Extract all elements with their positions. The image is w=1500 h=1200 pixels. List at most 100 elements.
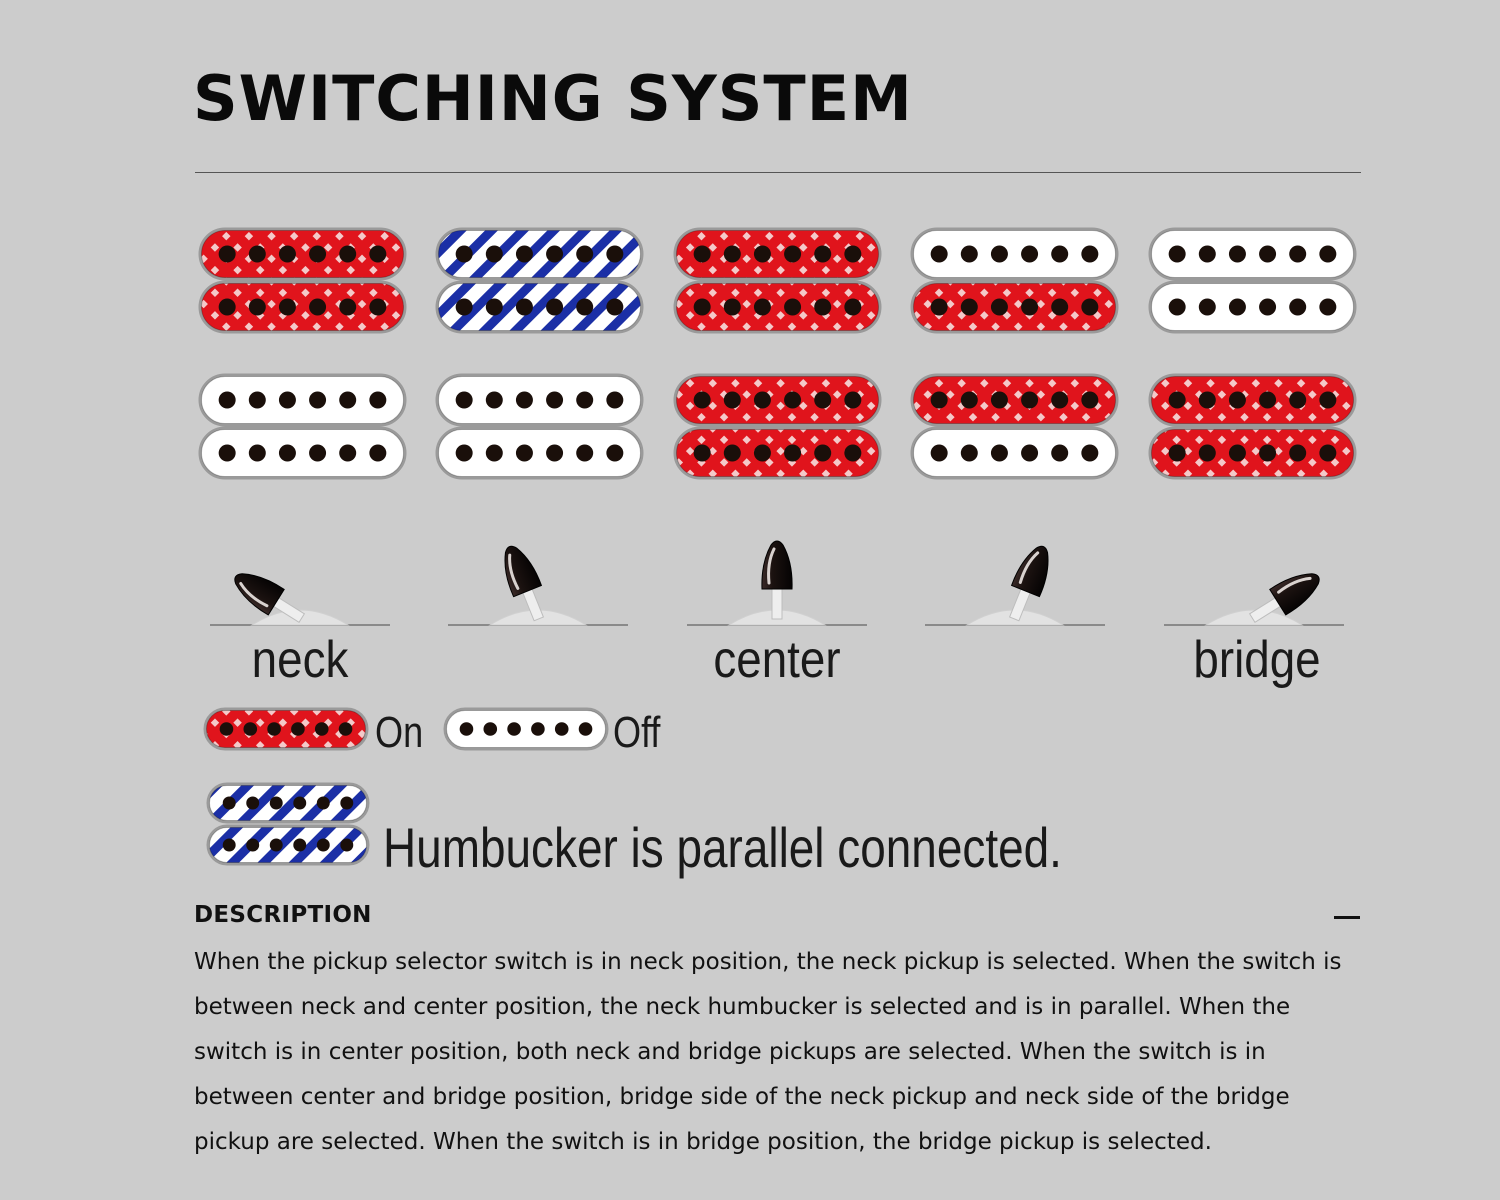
pole-piece	[784, 444, 802, 462]
pole-piece	[1168, 245, 1186, 263]
pole-piece	[246, 796, 260, 810]
pole-piece	[930, 245, 948, 263]
selector-switch-bridge	[1164, 573, 1344, 626]
pole-piece	[990, 298, 1008, 316]
pole-piece	[723, 298, 741, 316]
pole-piece	[316, 796, 330, 810]
pole-piece	[606, 245, 624, 263]
pole-piece	[1051, 444, 1069, 462]
description-line: between center and bridge position, brid…	[194, 1084, 1290, 1110]
description-text: When the pickup selector switch is in ne…	[194, 940, 1364, 1165]
neck-pickup-coil-top	[673, 227, 882, 281]
pole-piece	[293, 796, 307, 810]
pole-piece	[814, 298, 832, 316]
pole-piece	[606, 298, 624, 316]
pole-piece	[1051, 245, 1069, 263]
pole-piece	[531, 722, 545, 736]
pole-piece	[1021, 391, 1039, 409]
bridge-pickup-coil-top	[198, 373, 407, 427]
pole-piece	[960, 298, 978, 316]
pole-piece	[269, 796, 283, 810]
legend-parallel-swatch-top	[206, 782, 370, 824]
pole-piece	[340, 838, 354, 852]
pole-piece	[1168, 391, 1186, 409]
pole-piece	[546, 391, 564, 409]
selector-switch-center	[687, 540, 867, 626]
pole-piece	[814, 245, 832, 263]
pole-piece	[455, 444, 473, 462]
pole-piece	[1319, 444, 1337, 462]
pole-piece	[1168, 444, 1186, 462]
pole-piece	[960, 391, 978, 409]
pole-piece	[1259, 245, 1277, 263]
pole-piece	[485, 245, 503, 263]
pole-piece	[340, 796, 354, 810]
pole-piece	[485, 391, 503, 409]
pole-piece	[1319, 391, 1337, 409]
pole-piece	[1081, 444, 1099, 462]
pole-piece	[291, 722, 305, 736]
legend-off-swatch	[443, 707, 609, 751]
bridge-pickup-coil-bottom	[435, 426, 644, 480]
position-label-bridge: bridge	[1193, 631, 1321, 689]
pole-piece	[1081, 298, 1099, 316]
pole-piece	[844, 444, 862, 462]
pole-piece	[1198, 444, 1216, 462]
selector-switch-neck-center	[448, 545, 628, 626]
pole-piece	[1168, 298, 1186, 316]
pole-piece	[1228, 298, 1246, 316]
switch-lever	[761, 540, 793, 620]
pole-piece	[576, 298, 594, 316]
neck-pickup-coil-bottom	[198, 280, 407, 334]
pole-piece	[1051, 391, 1069, 409]
legend-off-label: Off	[613, 708, 661, 757]
pole-piece	[269, 838, 283, 852]
legend-on-label: On	[375, 708, 424, 757]
switch-lever	[1248, 573, 1320, 623]
legend-parallel-swatch-bottom	[206, 824, 370, 866]
pole-piece	[293, 838, 307, 852]
pole-piece	[753, 245, 771, 263]
pole-piece	[844, 245, 862, 263]
pole-piece	[606, 391, 624, 409]
pole-piece	[576, 391, 594, 409]
pole-piece	[1228, 444, 1246, 462]
collapse-button[interactable]	[1334, 904, 1362, 930]
pole-piece	[1081, 391, 1099, 409]
pole-piece	[1289, 391, 1307, 409]
neck-pickup-coil-top	[1148, 227, 1357, 281]
pole-piece	[243, 722, 258, 736]
pole-piece	[309, 391, 327, 409]
pole-piece	[1051, 298, 1069, 316]
pole-piece	[483, 722, 498, 736]
pole-piece	[693, 245, 711, 263]
pole-piece	[546, 298, 564, 316]
pole-piece	[578, 722, 593, 736]
pole-piece	[844, 298, 862, 316]
neck-pickup-coil-bottom	[435, 280, 644, 334]
neck-pickup-coil-top	[198, 227, 407, 281]
pole-piece	[267, 722, 281, 736]
pole-piece	[693, 391, 711, 409]
pole-piece	[723, 444, 741, 462]
pole-piece	[546, 245, 564, 263]
position-label-center: center	[713, 631, 841, 689]
pole-piece	[278, 245, 296, 263]
pole-piece	[248, 391, 266, 409]
pole-piece	[990, 444, 1008, 462]
pole-piece	[784, 391, 802, 409]
pole-piece	[507, 722, 521, 736]
pole-piece	[369, 444, 387, 462]
pole-piece	[723, 391, 741, 409]
pole-piece	[723, 245, 741, 263]
pole-piece	[515, 444, 533, 462]
pole-piece	[222, 796, 236, 810]
pole-piece	[485, 444, 503, 462]
pole-piece	[1021, 298, 1039, 316]
pole-piece	[339, 444, 357, 462]
pole-piece	[1021, 245, 1039, 263]
pole-piece	[248, 245, 266, 263]
pole-piece	[246, 838, 260, 852]
bridge-pickup-coil-bottom	[1148, 426, 1357, 480]
pole-piece	[784, 298, 802, 316]
